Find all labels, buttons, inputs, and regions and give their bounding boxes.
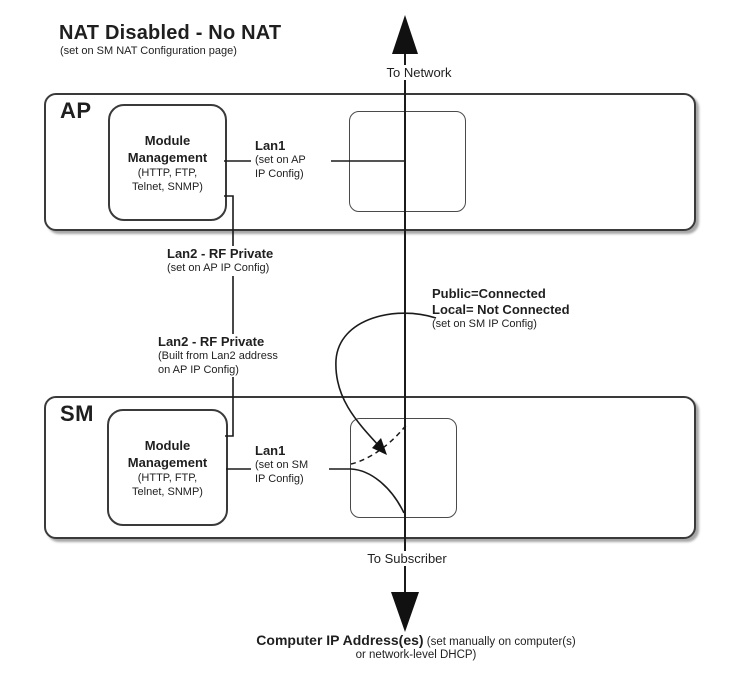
ap-lan1-title: Lan1: [255, 138, 286, 153]
sm-module-management-box: Module Management (HTTP, FTP, Telnet, SN…: [107, 409, 228, 526]
ap-module-management-line3: (HTTP, FTP,: [137, 166, 198, 179]
lan2-lower-label: Lan2 - RF Private (Built from Lan2 addre…: [156, 334, 280, 377]
sm-connection-note-line2: Local= Not Connected: [432, 302, 570, 317]
sm-connection-note-line3: (set on SM IP Config): [432, 318, 537, 330]
footer-note-bold: Computer IP Address(es): [256, 632, 424, 648]
to-network-label: To Network: [362, 65, 476, 80]
sm-lan1-note2: IP Config): [255, 472, 304, 485]
ap-lan1-note1: (set on AP: [255, 154, 306, 166]
ap-module-management-line4: Telnet, SNMP): [132, 180, 203, 193]
to-subscriber-label: To Subscriber: [350, 551, 464, 566]
footer-note-line1: Computer IP Address(es) (set manually on…: [136, 632, 696, 648]
ap-lan1-note2: IP Config): [255, 167, 304, 180]
footer-note-rest: (set manually on computer(s): [426, 636, 576, 648]
lan2-lower-title: Lan2 - RF Private: [158, 334, 265, 349]
ap-module-management-box: Module Management (HTTP, FTP, Telnet, SN…: [108, 104, 227, 221]
sm-module-management-line4: Telnet, SNMP): [132, 485, 203, 498]
sm-connection-note: Public=Connected Local= Not Connected (s…: [432, 286, 570, 331]
sm-connection-note-line1: Public=Connected: [432, 286, 546, 301]
ap-lan1-label: Lan1 (set on AP IP Config): [255, 138, 306, 181]
sm-lan1-title: Lan1: [255, 443, 286, 458]
sm-lan1-note1: (set on SM: [255, 459, 309, 471]
ap-module-management-line1: Module: [144, 132, 191, 148]
to-network-arrowhead-icon: [392, 15, 418, 54]
sm-module-management-line2: Management: [127, 454, 208, 470]
ap-module-management-line2: Management: [127, 149, 208, 165]
lan2-upper-title: Lan2 - RF Private: [167, 246, 274, 261]
sm-module-management-line1: Module: [144, 437, 191, 453]
diagram-title: NAT Disabled - No NAT: [59, 22, 282, 44]
sm-lan1-label: Lan1 (set on SM IP Config): [255, 443, 308, 486]
lan2-upper-label: Lan2 - RF Private (set on AP IP Config): [165, 246, 276, 276]
sm-bridge-box: [350, 418, 457, 518]
lan2-upper-note1: (set on AP IP Config): [167, 262, 270, 274]
footer-note-line2: or network-level DHCP): [355, 649, 477, 661]
lan2-lower-note1: (Built from Lan2 address: [158, 350, 278, 362]
diagram-subtitle: (set on SM NAT Configuration page): [60, 45, 237, 57]
ap-box-label: AP: [60, 98, 92, 123]
footer-note: Computer IP Address(es) (set manually on…: [136, 632, 696, 661]
lan2-lower-note2: on AP IP Config): [158, 363, 239, 376]
sm-module-management-line3: (HTTP, FTP,: [137, 471, 198, 484]
ap-bridge-box: [349, 111, 466, 212]
to-subscriber-arrowhead-icon: [391, 592, 419, 632]
sm-box-label: SM: [60, 401, 94, 426]
